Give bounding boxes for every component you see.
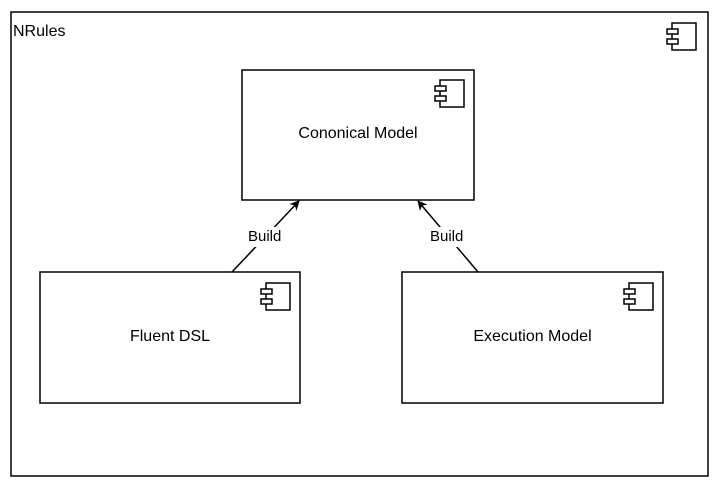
execution-model-label: Execution Model (473, 328, 592, 345)
fluent-dsl-label: Fluent DSL (129, 328, 211, 345)
build-edge-label-left: Build (247, 227, 283, 247)
build-edge-label-right: Build (429, 227, 465, 247)
container-component-icon (666, 22, 697, 51)
execution-model-component (401, 271, 664, 404)
canonical-model-component-icon (434, 79, 465, 108)
execution-model-component-icon (623, 282, 654, 311)
canonical-model-label: Cononical Model (298, 125, 418, 142)
fluent-dsl-component-icon (260, 282, 291, 311)
nrules-title: NRules (13, 23, 66, 40)
fluent-dsl-component (39, 271, 301, 404)
